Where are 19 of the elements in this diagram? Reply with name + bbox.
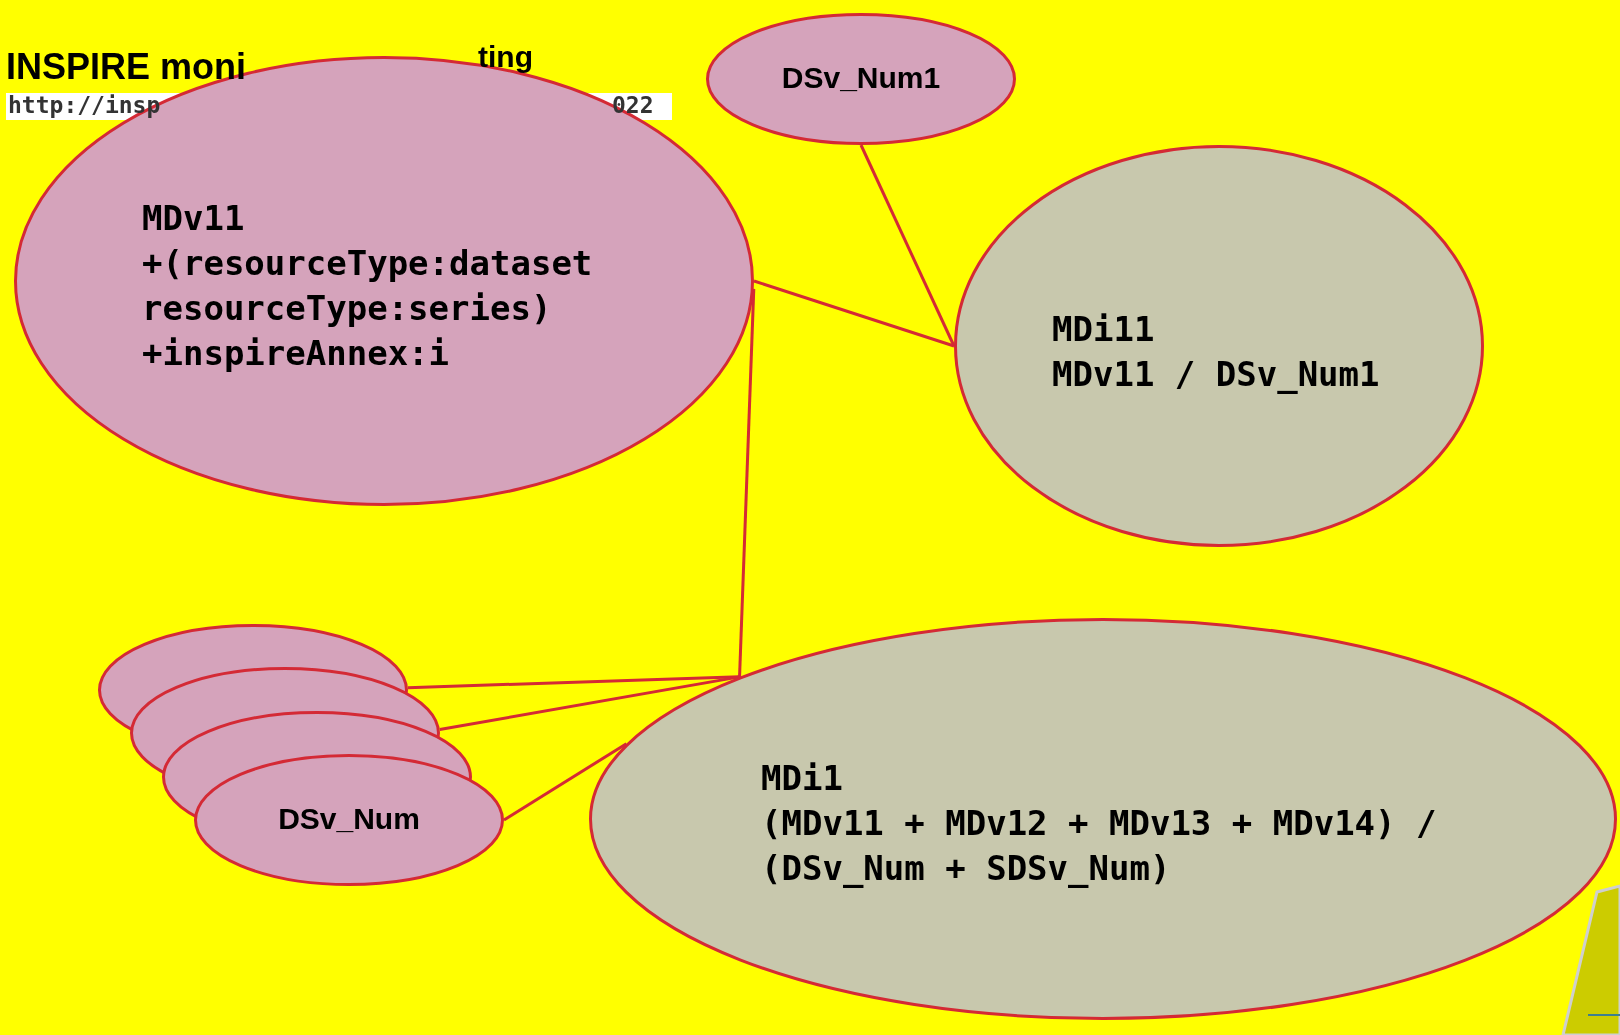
connector-line [859,144,956,347]
node-title: MDi1 [761,757,844,800]
node-title: MDi11 [1052,308,1156,351]
connector-line [439,675,740,732]
node-label: DSv_Num1 [780,61,942,95]
connector-line [753,279,955,348]
url-text: http://insp [8,92,161,118]
node-label: DSv_Num [277,802,421,836]
formula-text: +(resourceType:dataset resourceType:series) [142,242,594,330]
connector-line [407,675,740,690]
title-text: ting [478,40,533,74]
formula-text: +inspireAnnex:i [142,332,451,375]
connector-line [503,742,628,822]
formula-text: MDv11 / DSv_Num1 [1052,353,1381,396]
title-text: INSPIRE moni [6,46,247,88]
node-title: MDv11 [142,197,246,240]
url-text: 022 [612,92,654,118]
connector-line [738,288,756,677]
formula-text: (MDv11 + MDv12 + MDv13 + MDv14) / (DSv_Num + SDSv_Num) [761,802,1438,890]
